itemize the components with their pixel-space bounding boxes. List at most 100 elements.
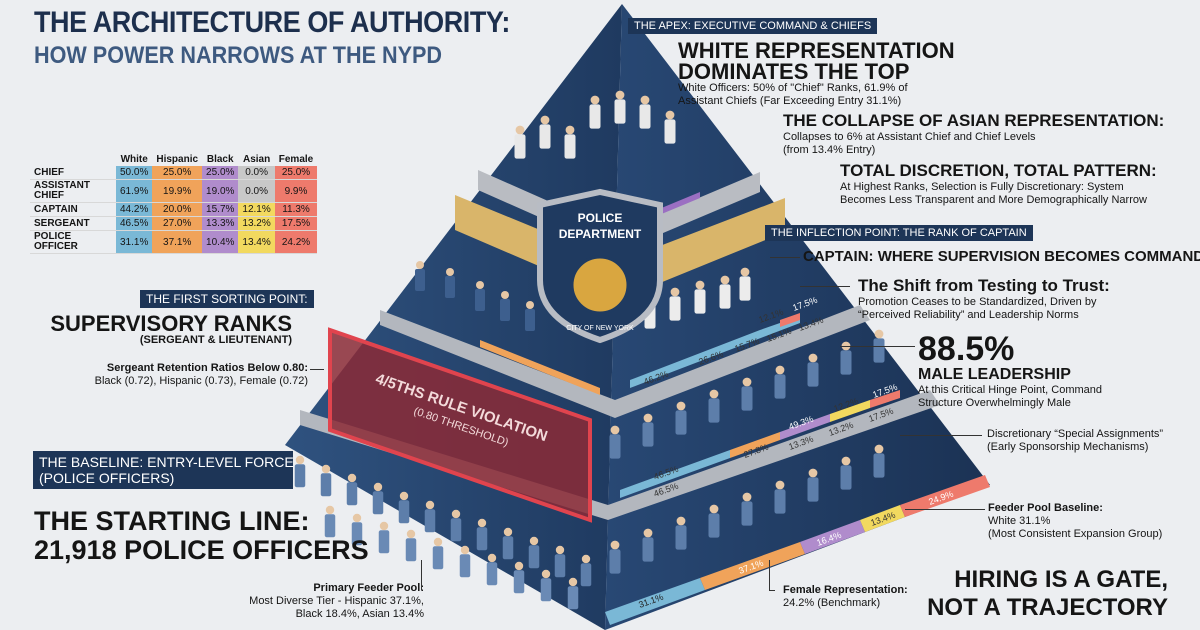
captain-heading: CAPTAIN: WHERE SUPERVISION BECOMES COMMA…	[803, 248, 1200, 265]
person-figure	[774, 480, 786, 514]
person-figure	[589, 95, 601, 129]
asian-text2: (from 13.4% Entry)	[783, 144, 876, 156]
rank-label: POLICE OFFICER	[30, 230, 116, 254]
col-female: Female	[278, 154, 314, 165]
table-header-row: White Hispanic Black Asian Female	[30, 153, 317, 166]
person-figure	[609, 540, 621, 574]
supervisory-heading: SUPERVISORY RANKS	[50, 311, 292, 336]
table-cell: 61.9%	[116, 179, 153, 203]
person-figure	[708, 504, 720, 538]
table-cell: 25.0%	[152, 166, 203, 180]
person-figure	[486, 553, 498, 586]
person-figure	[351, 513, 363, 546]
rank-label: ASSISTANT CHIEF	[30, 179, 116, 203]
table-cell: 9.9%	[274, 179, 318, 203]
discretion-heading: TOTAL DISCRETION, TOTAL PATTERN:	[840, 161, 1157, 180]
person-figure	[320, 464, 332, 497]
person-figure	[540, 569, 552, 602]
person-figure	[398, 491, 410, 524]
ratio-heading: Sergeant Retention Ratios Below 0.80:	[106, 362, 308, 374]
person-figure	[528, 536, 540, 569]
apex-heading: WHITE REPRESENTATION DOMINATES THE TOP	[678, 38, 955, 84]
baseline-tag-line2: (POLICE OFFICERS)	[39, 470, 175, 486]
apex-heading2: DOMINATES THE TOP	[678, 59, 910, 84]
person-figure	[415, 261, 425, 291]
officer-figures	[294, 90, 885, 610]
shift-text2: “Perceived Reliability” and Leadership N…	[858, 309, 1079, 321]
person-figure	[514, 125, 526, 159]
person-figure	[567, 577, 579, 610]
apex-text: White Officers: 50% of "Chief" Ranks, 61…	[678, 82, 908, 107]
table-cell: 27.0%	[152, 216, 203, 231]
person-figure	[450, 509, 462, 542]
male-leadership-label: MALE LEADERSHIP	[918, 366, 1071, 383]
discretion-text1: At Highest Ranks, Selection is Fully Dis…	[840, 181, 1124, 193]
person-figure	[445, 268, 455, 298]
feeder-heading: Primary Feeder Pool:	[313, 582, 424, 594]
person-figure	[459, 545, 471, 578]
sergeant-stripe-5	[870, 390, 900, 408]
special-leader-line	[900, 435, 982, 436]
person-figure	[741, 377, 753, 411]
sergeant-stripe-3	[780, 414, 830, 440]
officer-stripe-white	[605, 578, 705, 625]
rank-label: SERGEANT	[30, 216, 116, 231]
person-figure	[554, 545, 566, 578]
person-figure	[675, 401, 687, 435]
person-figure	[669, 287, 681, 321]
white-baseline-text1: White 31.1%	[988, 515, 1051, 527]
person-figure	[639, 95, 651, 129]
ratio-text: Black (0.72), Hispanic (0.73), Female (0…	[94, 375, 308, 387]
page-subtitle: HOW POWER NARROWS AT THE NYPD	[34, 42, 442, 69]
closing-line1: HIRING IS A GATE,	[954, 566, 1168, 593]
person-figure	[378, 521, 390, 554]
asian-text1: Collapses to 6% at Assistant Chief and C…	[783, 131, 1036, 143]
person-figure	[719, 275, 731, 309]
captain-ledge	[380, 305, 870, 418]
table-cell: 31.1%	[116, 230, 153, 254]
female-rep-heading: Female Representation:	[783, 584, 908, 596]
white-baseline-heading: Feeder Pool Baseline:	[988, 502, 1103, 514]
badge-line3: CITY OF NEW YORK	[566, 325, 634, 332]
special-assignments-callout: Discretionary “Special Assignments” (Ear…	[987, 428, 1163, 454]
captain-stripe	[480, 340, 600, 395]
person-figure	[580, 554, 592, 587]
person-figure	[708, 389, 720, 423]
captain-tag: THE INFLECTION POINT: THE RANK OF CAPTAI…	[765, 225, 1033, 241]
special-assignments-text1: Discretionary “Special Assignments”	[987, 428, 1164, 440]
feeder-leader-line	[421, 560, 422, 590]
asian-callout: THE COLLAPSE OF ASIAN REPRESENTATION: Co…	[783, 111, 1164, 157]
starting-line-count: 21,918 POLICE OFFICERS	[34, 535, 369, 565]
sergeant-stripe	[620, 450, 730, 498]
feeder-text1: Most Diverse Tier - Hispanic 37.1%,	[249, 595, 424, 607]
captain-leader-line	[770, 257, 800, 258]
ratio-leader-line	[310, 369, 324, 370]
sergeant-stripe-2	[730, 432, 780, 458]
stat-text2: Structure Overwhelmingly Male	[918, 397, 1071, 409]
female-rep-callout: Female Representation: 24.2% (Benchmark)	[783, 584, 908, 610]
rank-label: CHIEF	[30, 166, 116, 180]
person-figure	[873, 329, 885, 363]
person-figure	[675, 516, 687, 550]
starting-line-heading: THE STARTING LINE:	[34, 506, 310, 536]
person-figure	[807, 353, 819, 387]
officer-stripe-hispanic	[700, 542, 805, 590]
officer-stripe-asian	[860, 505, 905, 532]
supervisory-sub: (SERGEANT & LIEUTENANT)	[139, 334, 292, 346]
captain-stripe-female	[780, 313, 800, 327]
feeder-callout: Primary Feeder Pool: Most Diverse Tier -…	[249, 582, 424, 621]
person-figure	[741, 492, 753, 526]
badge-line1: POLICE	[578, 211, 623, 225]
shift-text1: Promotion Ceases to be Standardized, Dri…	[858, 296, 1097, 308]
table-cell: 11.3%	[274, 202, 318, 217]
apex-heading1: WHITE REPRESENTATION	[678, 38, 955, 63]
ratio-callout: Sergeant Retention Ratios Below 0.80: Bl…	[95, 362, 308, 388]
table-cell: 50.0%	[116, 166, 153, 180]
person-figure	[476, 518, 488, 551]
person-figure	[614, 90, 626, 124]
table-cell: 13.3%	[202, 216, 239, 231]
closing-statement: HIRING IS A GATE, NOT A TRAJECTORY	[927, 566, 1168, 622]
person-figure	[564, 125, 576, 159]
